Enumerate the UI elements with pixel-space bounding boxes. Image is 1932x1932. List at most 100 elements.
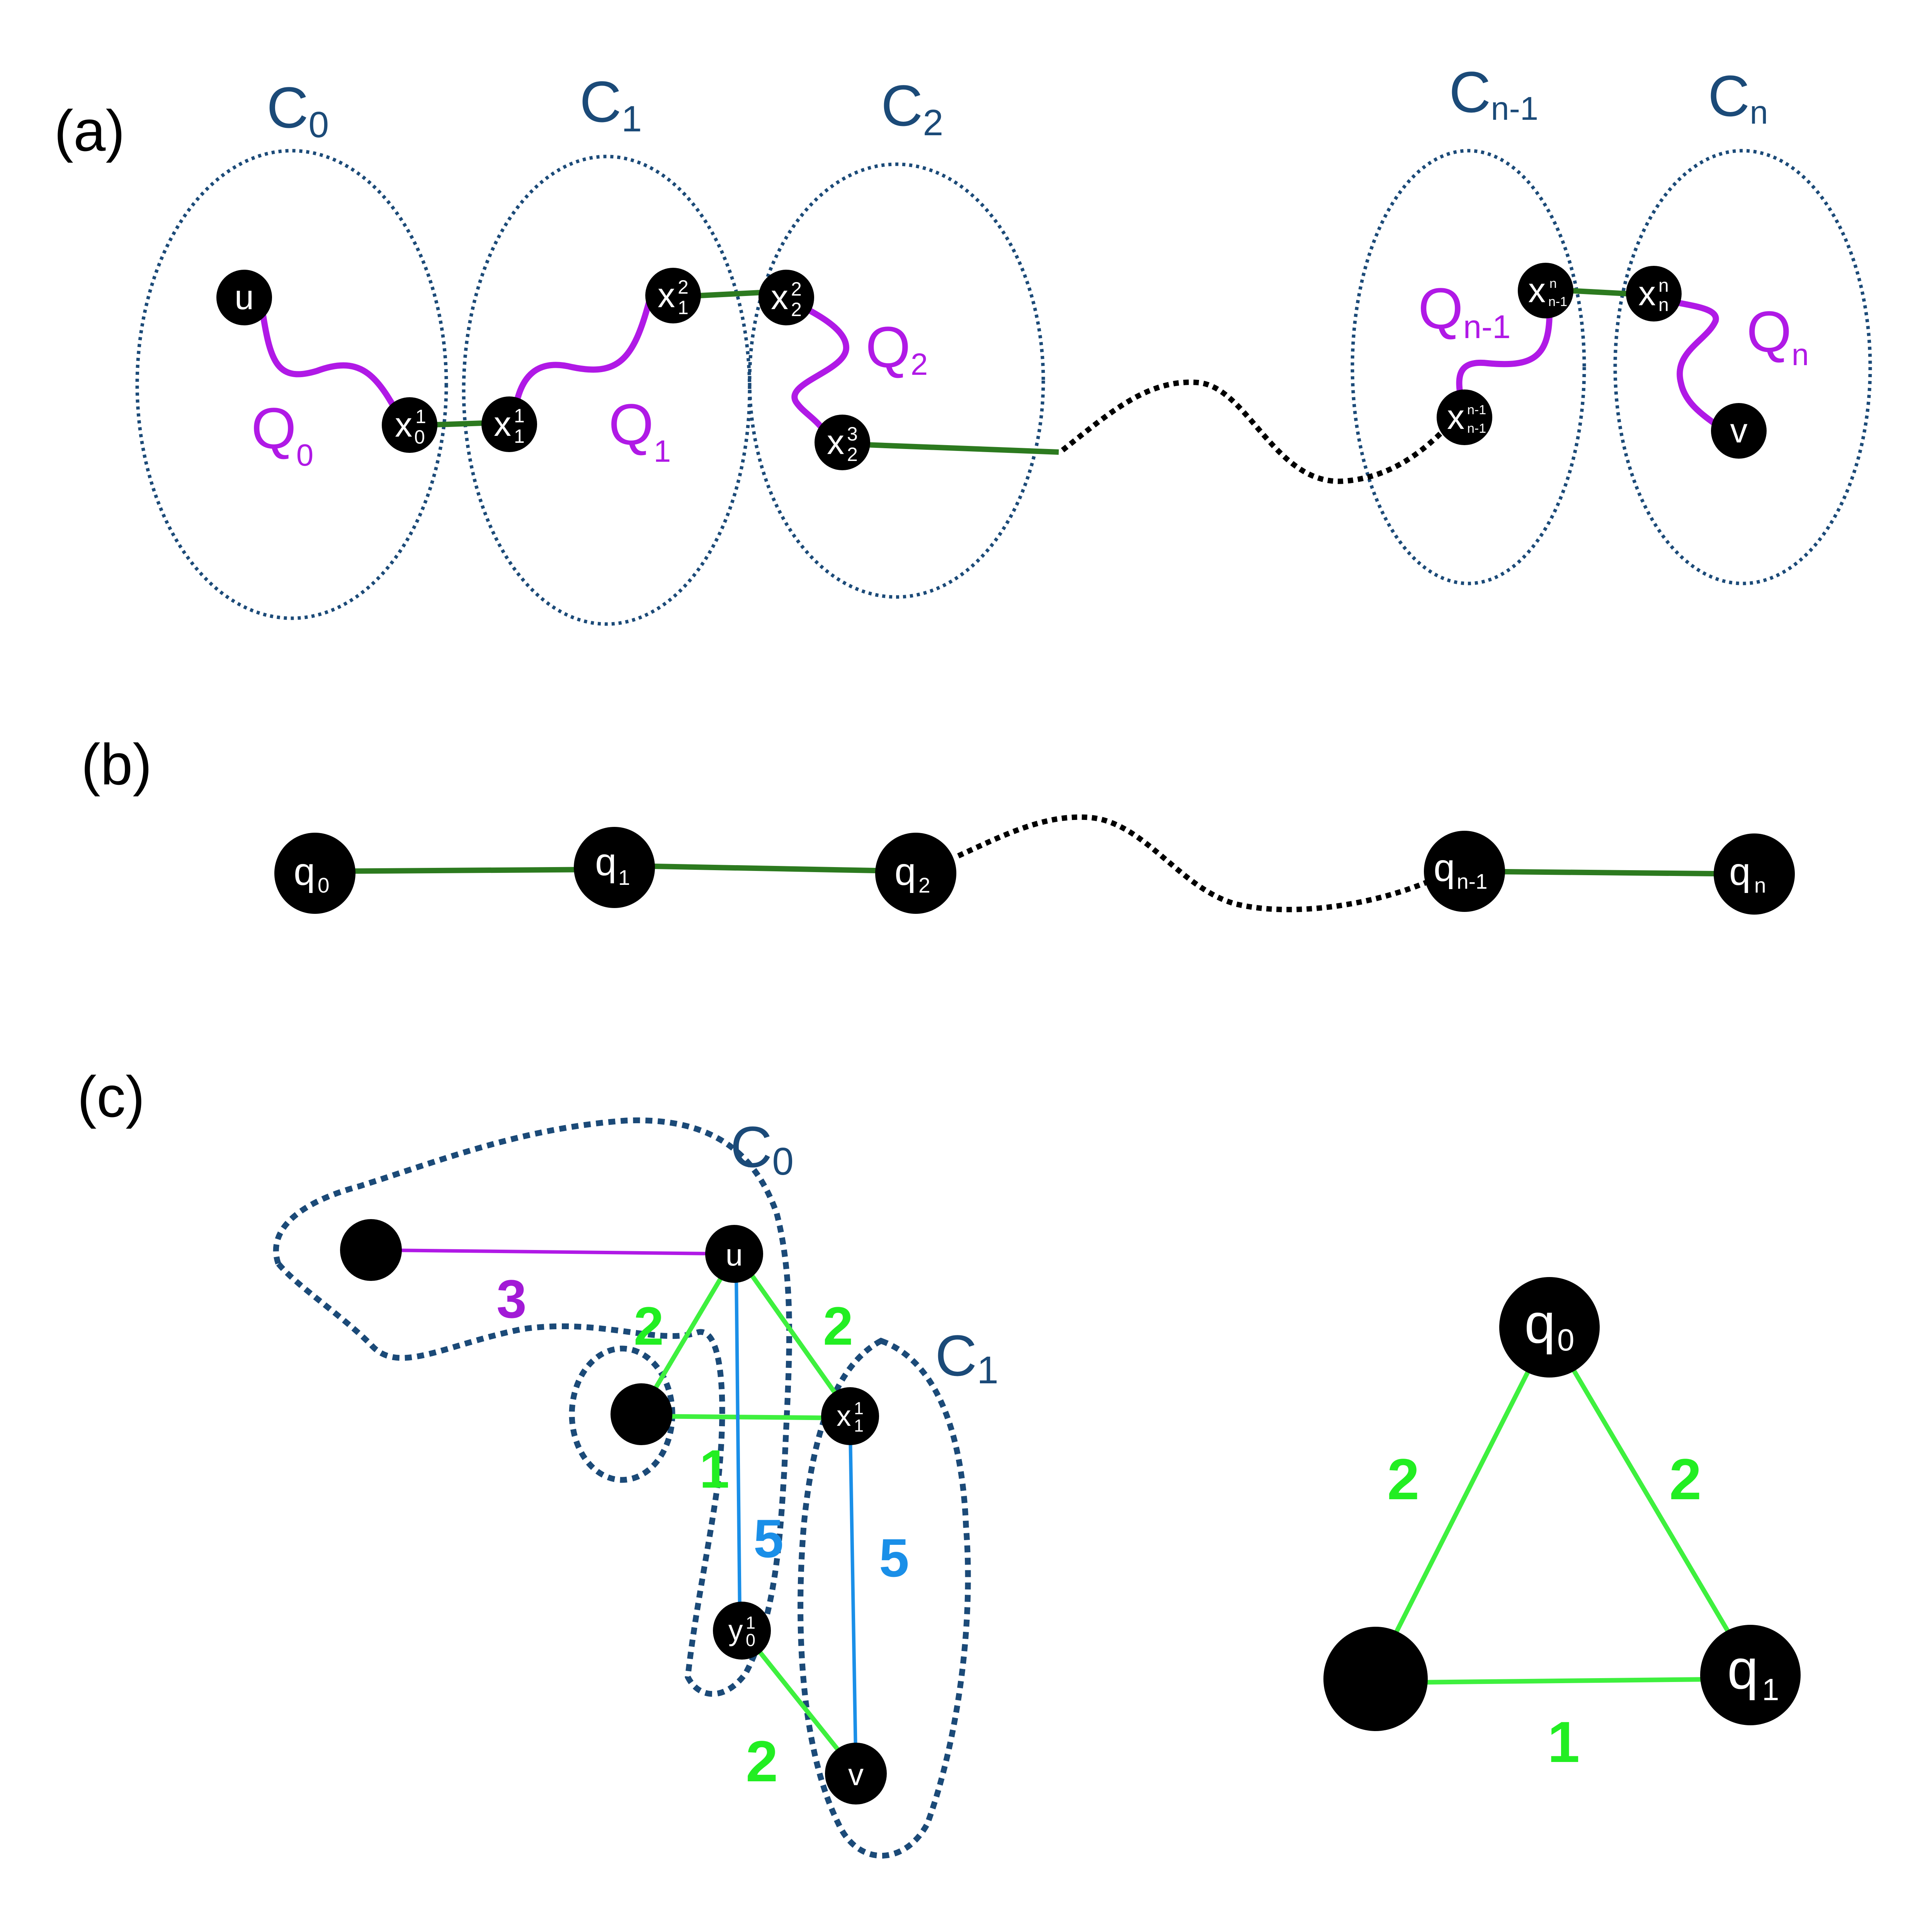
edge-qn-1-qn (1464, 869, 1755, 877)
path-label-q1: Q1 (609, 392, 671, 468)
node-q0-panel-c: q 0 (1499, 1277, 1600, 1378)
svg-text:2: 2 (847, 444, 858, 465)
svg-text:1: 1 (854, 1416, 864, 1435)
node-y0-1-panel-c: y 1 0 (713, 1602, 771, 1660)
svg-text:q: q (1524, 1292, 1556, 1355)
svg-text:2: 2 (791, 299, 802, 320)
node-q0: q 0 (274, 833, 355, 914)
node-v: v (1711, 403, 1767, 459)
svg-text:u: u (726, 1238, 743, 1272)
svg-text:x: x (837, 1400, 851, 1432)
svg-text:v: v (848, 1757, 864, 1792)
node-q1-panel-c: q 1 (1700, 1625, 1801, 1725)
panel-label-c: (c) (77, 1064, 145, 1129)
edge-u-y (734, 1255, 742, 1631)
svg-text:n-1: n-1 (1467, 403, 1486, 417)
dotted-connector-b (957, 814, 1431, 912)
svg-text:q: q (294, 850, 315, 893)
svg-text:1: 1 (1762, 1672, 1779, 1707)
edge-y-v (744, 1633, 856, 1771)
cluster-c1-outline (798, 1337, 971, 1859)
weight-quotient-right: 2 (1669, 1447, 1701, 1512)
node-x1-2: x 2 1 (645, 268, 701, 323)
svg-text:v: v (1730, 412, 1748, 450)
weight-y-v: 2 (746, 1729, 778, 1794)
svg-text:y: y (728, 1614, 743, 1646)
cluster-label-c0: C0 (267, 75, 329, 145)
node-q2: q 2 (875, 833, 956, 914)
svg-text:n-1: n-1 (1457, 869, 1488, 893)
node-unlabeled-left (340, 1219, 402, 1281)
edge-x23-out (855, 442, 1059, 455)
svg-text:1: 1 (678, 297, 689, 318)
path-label-q2: Q2 (866, 315, 928, 381)
cluster-label-c0-panel-c: C0 (730, 1114, 794, 1183)
cluster-label-c1: C1 (580, 69, 642, 139)
node-v-panel-c: v (825, 1743, 887, 1804)
weight-left-u: 3 (497, 1269, 527, 1329)
weight-u-mid: 2 (634, 1296, 664, 1356)
node-x0-1: x 1 0 (382, 397, 437, 453)
svg-text:x: x (827, 423, 844, 462)
node-x0-1-base: x (395, 406, 412, 444)
svg-text:x: x (1447, 398, 1464, 437)
cluster-label-c2: C2 (881, 73, 943, 143)
svg-text:x: x (1638, 274, 1656, 313)
svg-text:n: n (1658, 276, 1669, 296)
svg-text:1: 1 (746, 1613, 755, 1633)
cluster-cn (1613, 149, 1872, 585)
edge-unlabeled-q1 (1375, 1677, 1751, 1685)
node-q1: q 1 (574, 827, 655, 908)
edge-u-x (736, 1254, 852, 1416)
svg-text:2: 2 (678, 276, 689, 298)
cluster-cn-1 (1350, 149, 1586, 585)
weight-quotient-left: 2 (1387, 1447, 1419, 1512)
weight-u-x: 2 (823, 1296, 853, 1356)
svg-text:q: q (895, 850, 916, 893)
path-q1 (511, 298, 652, 424)
cluster-c1 (462, 155, 752, 626)
panel-label-a: (a) (54, 98, 125, 163)
cluster-c0-outline (273, 1117, 792, 1697)
edge-q0-q1 (315, 867, 615, 874)
path-label-qn-1: Qn-1 (1418, 276, 1511, 345)
panel-label-b: (b) (81, 732, 152, 797)
svg-text:n: n (1658, 295, 1669, 315)
edge-q0-unlabeled (1373, 1328, 1552, 1674)
svg-text:1: 1 (514, 425, 525, 447)
svg-text:2: 2 (918, 873, 930, 897)
svg-text:n: n (1549, 276, 1557, 291)
node-u: u (216, 270, 272, 325)
svg-text:n-1: n-1 (1548, 294, 1567, 309)
edge-xnn1-xnn (1568, 288, 1627, 296)
edge-x-v (848, 1422, 858, 1766)
svg-text:0: 0 (1557, 1323, 1575, 1357)
weight-u-y: 5 (753, 1508, 784, 1569)
svg-text:2: 2 (791, 278, 802, 300)
dotted-connector-a (1061, 379, 1447, 484)
node-unlabeled-quotient (1323, 1627, 1428, 1731)
svg-text:0: 0 (318, 873, 330, 897)
path-q0 (260, 310, 405, 424)
cluster-label-cn: Cn (1708, 63, 1768, 131)
path-qn (1655, 294, 1723, 430)
svg-text:x: x (771, 278, 788, 317)
svg-text:q: q (595, 840, 617, 884)
svg-text:x: x (1528, 271, 1546, 310)
node-unlabeled-mid (611, 1383, 672, 1445)
node-qn-1: q n-1 (1424, 831, 1505, 912)
node-x1-1-panel-c: x 1 1 (821, 1387, 879, 1445)
node-x0-1-sub: 0 (414, 426, 425, 448)
svg-text:n: n (1754, 873, 1766, 897)
node-qn: q n (1714, 833, 1795, 915)
node-x2-3: x 3 2 (815, 415, 870, 470)
cluster-c0 (135, 149, 448, 620)
svg-text:1: 1 (854, 1398, 864, 1418)
node-xn-n: x n n (1626, 266, 1682, 321)
node-x2-2: x 2 2 (759, 270, 814, 325)
path-label-qn: Qn (1747, 299, 1809, 372)
svg-text:1: 1 (618, 866, 630, 889)
svg-text:x: x (658, 276, 675, 315)
weight-mid-x: 1 (699, 1439, 730, 1499)
